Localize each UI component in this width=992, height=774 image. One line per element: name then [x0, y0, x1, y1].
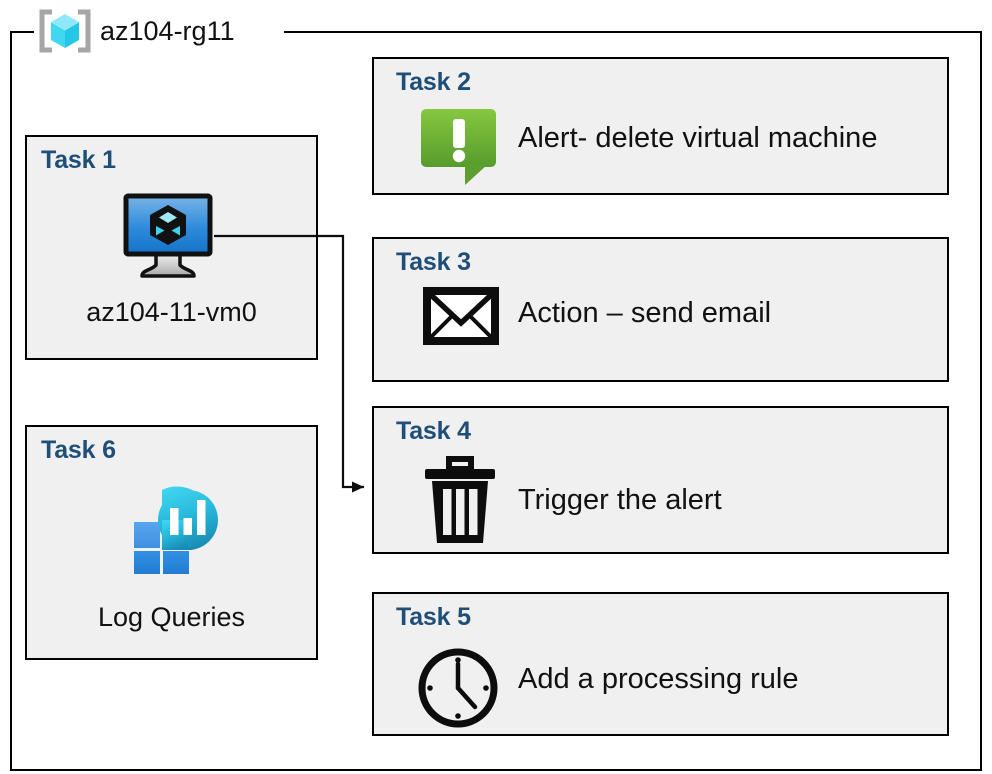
task-6-title: Task 6	[41, 436, 116, 464]
resource-group-cube-icon	[38, 8, 92, 54]
task-4-label: Trigger the alert	[518, 484, 722, 516]
log-analytics-icon	[124, 478, 228, 579]
trash-can-icon	[420, 447, 500, 552]
task-3-title: Task 3	[396, 248, 471, 276]
resource-group-container	[10, 31, 982, 771]
resource-group-label: az104-rg11	[38, 8, 235, 54]
task-3-label: Action – send email	[518, 297, 772, 329]
alert-callout-icon	[417, 105, 502, 192]
task-5-title: Task 5	[396, 603, 471, 631]
task-2-title: Task 2	[396, 68, 471, 96]
clock-icon	[415, 645, 501, 736]
task-6-caption: Log Queries	[97, 602, 246, 632]
task-2-label: Alert- delete virtual machine	[518, 122, 878, 154]
virtual-machine-icon	[118, 192, 218, 287]
task-1-caption: az104-11-vm0	[86, 297, 257, 327]
resource-group-label-gap	[34, 22, 284, 42]
card-task-5[interactable]: Task 5	[372, 592, 949, 736]
envelope-icon	[423, 285, 499, 352]
resource-group-name: az104-rg11	[100, 15, 235, 46]
task-1-title: Task 1	[41, 146, 116, 174]
task-5-label: Add a processing rule	[518, 663, 799, 695]
task-4-title: Task 4	[396, 417, 471, 445]
